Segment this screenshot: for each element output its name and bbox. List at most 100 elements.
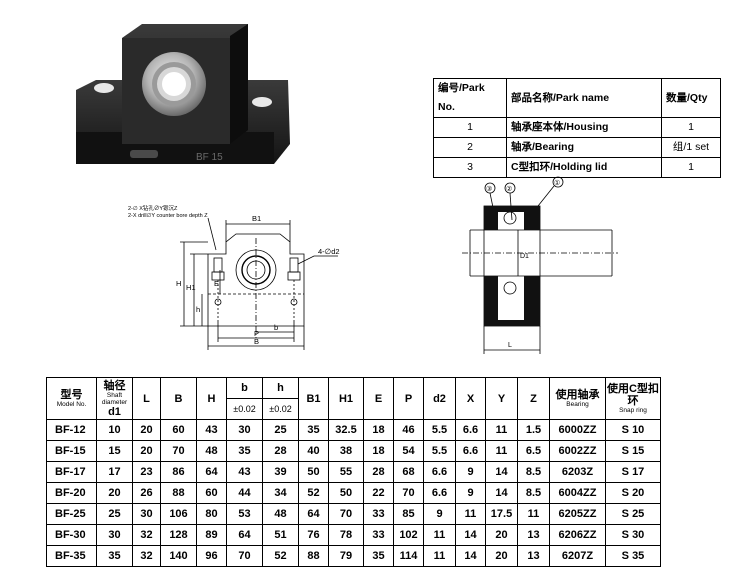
spec-cell: 86 bbox=[160, 461, 197, 483]
spec-cell: S 20 bbox=[605, 482, 661, 504]
spec-cell: 88 bbox=[160, 482, 197, 504]
spec-cell: 35 bbox=[298, 419, 329, 441]
spec-cell: 20 bbox=[96, 482, 133, 504]
spec-cell: 114 bbox=[393, 545, 424, 567]
spec-cell: 11 bbox=[485, 440, 518, 462]
model-cell: BF-12 bbox=[46, 419, 97, 441]
spec-cell: 6.6 bbox=[455, 419, 486, 441]
header-Y: Y bbox=[485, 377, 518, 420]
spec-cell: 5.5 bbox=[423, 440, 456, 462]
spec-cell: 78 bbox=[328, 524, 364, 546]
spec-cell: 9 bbox=[455, 482, 486, 504]
spec-cell: 26 bbox=[132, 482, 161, 504]
spec-cell: S 30 bbox=[605, 524, 661, 546]
spec-cell: 76 bbox=[298, 524, 329, 546]
model-cell: BF-30 bbox=[46, 524, 97, 546]
spec-cell: 38 bbox=[328, 440, 364, 462]
spec-cell: 43 bbox=[196, 419, 227, 441]
spec-cell: 9 bbox=[423, 503, 456, 525]
parts-header-name: 部品名称/Park name bbox=[506, 78, 662, 118]
spec-cell: 13 bbox=[517, 545, 550, 567]
callout-1 bbox=[552, 176, 564, 188]
spec-cell: 15 bbox=[96, 440, 133, 462]
parts-header-no: 编号/Park No. bbox=[433, 78, 507, 118]
spec-cell: 85 bbox=[393, 503, 424, 525]
spec-header-row-top: 型号 Model No. 轴径 Shaft diameter d1 L B H … bbox=[46, 377, 661, 420]
spec-cell: 54 bbox=[393, 440, 424, 462]
header-B: B bbox=[160, 377, 197, 420]
dim-D1: D1 bbox=[520, 253, 529, 260]
spec-cell: 9 bbox=[455, 461, 486, 483]
spec-cell: S 35 bbox=[605, 545, 661, 567]
spec-cell: 25 bbox=[96, 503, 133, 525]
header-X: X bbox=[455, 377, 486, 420]
spec-cell: 1.5 bbox=[517, 419, 550, 441]
spec-cell: 11 bbox=[455, 503, 486, 525]
spec-cell: 52 bbox=[262, 545, 299, 567]
spec-cell: 32 bbox=[132, 545, 161, 567]
spec-cell: 88 bbox=[298, 545, 329, 567]
product-photo: BF 15 bbox=[76, 24, 290, 164]
parts-table: 编号/Park No. 部品名称/Park name 数量/Qty 1 轴承座本… bbox=[433, 78, 721, 178]
spec-cell: 14 bbox=[485, 482, 518, 504]
model-cell: BF-15 bbox=[46, 440, 97, 462]
spec-cell: S 15 bbox=[605, 440, 661, 462]
spec-cell: 14 bbox=[455, 524, 486, 546]
header-b-tolerance: ±0.02 bbox=[226, 398, 263, 420]
parts-cell: 1 bbox=[661, 157, 721, 178]
spec-cell: 6002ZZ bbox=[549, 440, 606, 462]
spec-cell: 6.6 bbox=[455, 440, 486, 462]
spec-cell: 70 bbox=[328, 503, 364, 525]
spec-cell: 23 bbox=[132, 461, 161, 483]
spec-header-row-tol: ±0.02 ±0.02 bbox=[47, 398, 661, 420]
spec-cell: 32.5 bbox=[328, 419, 364, 441]
spec-cell: 33 bbox=[363, 524, 394, 546]
spec-cell: 64 bbox=[196, 461, 227, 483]
callout-2-label: ② bbox=[506, 185, 512, 193]
spec-cell: 128 bbox=[160, 524, 197, 546]
spec-cell: 33 bbox=[363, 503, 394, 525]
spec-cell: 50 bbox=[328, 482, 364, 504]
header-B1: B1 bbox=[298, 377, 329, 420]
spec-cell: S 17 bbox=[605, 461, 661, 483]
model-cell: BF-35 bbox=[46, 545, 97, 567]
spec-table: 型号 Model No. 轴径 Shaft diameter d1 L B H … bbox=[46, 377, 661, 567]
spec-cell: 48 bbox=[196, 440, 227, 462]
spec-cell: 5.5 bbox=[423, 419, 456, 441]
spec-cell: 48 bbox=[262, 503, 299, 525]
table-row: 3 C型扣环/Holding lid 1 bbox=[433, 157, 721, 178]
spec-cell: 102 bbox=[393, 524, 424, 546]
parts-cell: 1 bbox=[433, 117, 507, 138]
parts-cell: 轴承/Bearing bbox=[506, 137, 662, 158]
header-bearing: 使用轴承 Bearing bbox=[549, 377, 606, 420]
spec-cell: 6207Z bbox=[549, 545, 606, 567]
spec-cell: 68 bbox=[393, 461, 424, 483]
spec-cell: 89 bbox=[196, 524, 227, 546]
spec-cell: 11 bbox=[517, 503, 550, 525]
drill-note-line2: 2-X drill∅Y counter bore depth Z bbox=[128, 212, 208, 219]
spec-cell: 39 bbox=[262, 461, 299, 483]
spec-cell: 20 bbox=[485, 545, 518, 567]
spec-cell: 10 bbox=[96, 419, 133, 441]
spec-cell: 6.6 bbox=[423, 482, 456, 504]
dim-B: B bbox=[254, 337, 259, 346]
dim-P: P bbox=[254, 329, 259, 338]
header-L: L bbox=[132, 377, 161, 420]
header-d2: d2 bbox=[423, 377, 456, 420]
dim-L: L bbox=[508, 342, 512, 349]
spec-cell: 44 bbox=[226, 482, 263, 504]
spec-cell: 51 bbox=[262, 524, 299, 546]
callout-3-label: ③ bbox=[486, 185, 492, 193]
table-row: 1 轴承座本体/Housing 1 bbox=[433, 117, 721, 138]
spec-cell: 96 bbox=[196, 545, 227, 567]
spec-cell: 35 bbox=[363, 545, 394, 567]
spec-cell: 22 bbox=[363, 482, 394, 504]
spec-cell: 17.5 bbox=[485, 503, 518, 525]
spec-cell: 14 bbox=[455, 545, 486, 567]
model-cell: BF-25 bbox=[46, 503, 97, 525]
